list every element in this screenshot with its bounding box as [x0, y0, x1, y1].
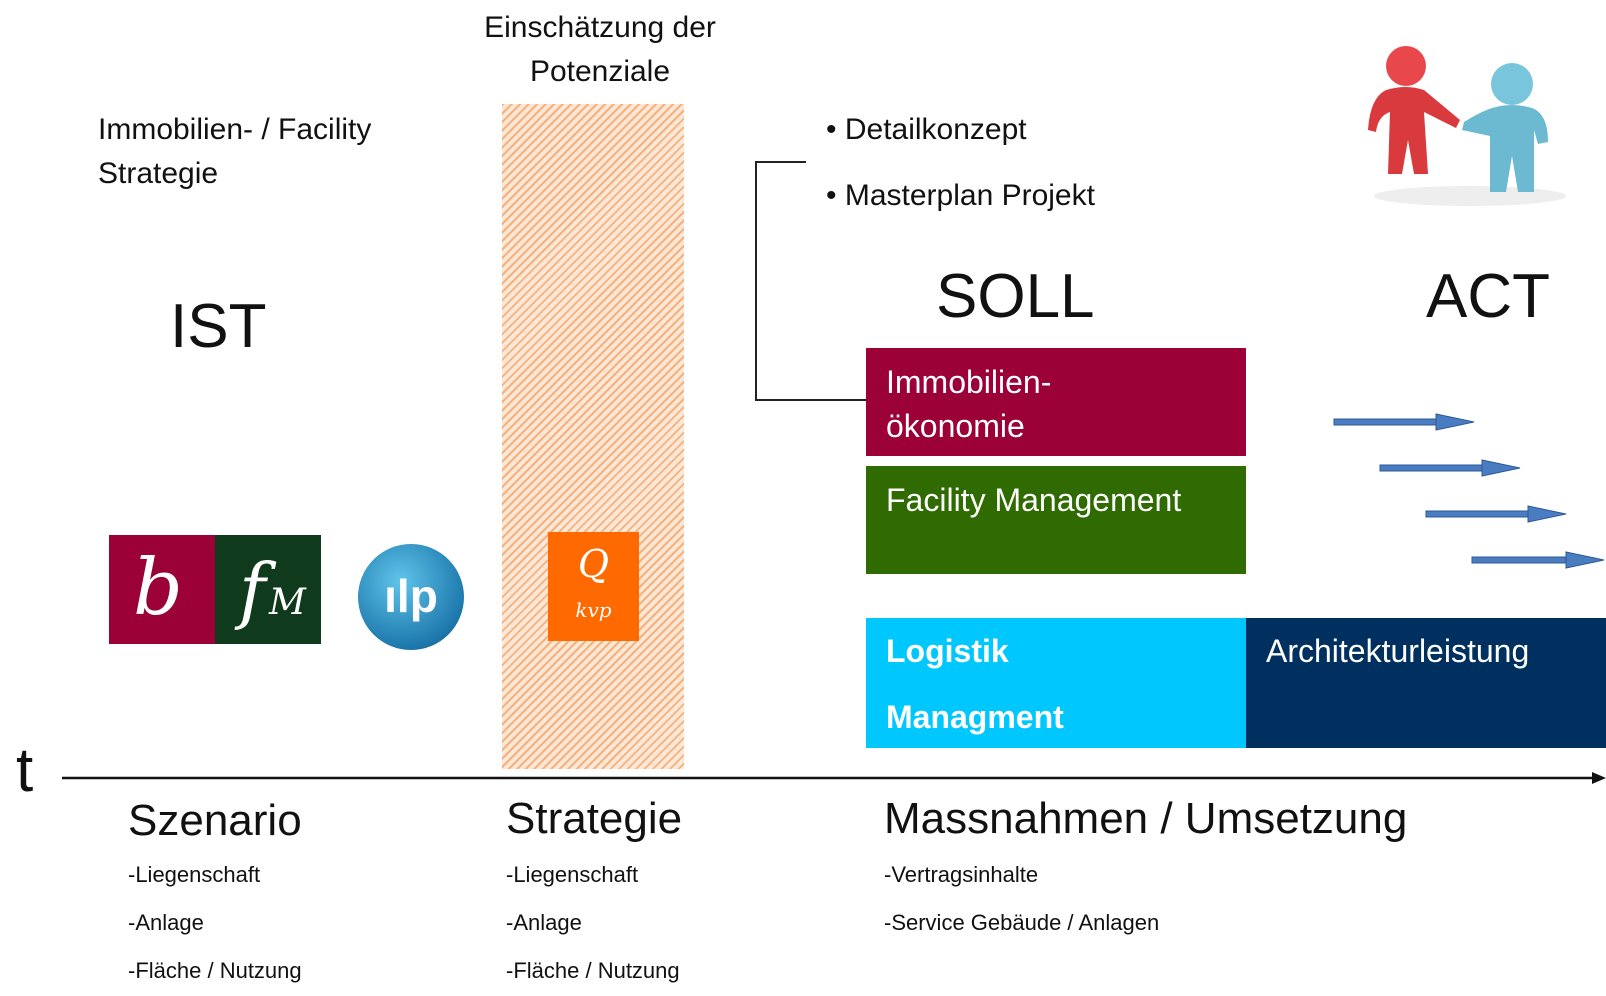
logo-ilp: ılp [358, 544, 464, 650]
phase-massnahmen-item-2: -Service Gebäude / Anlagen [884, 910, 1160, 935]
phase-strategie: Strategie -Liegenschaft -Anlage -Fläche … [506, 794, 682, 984]
phase-szenario-title: Szenario [128, 796, 302, 845]
block-immobilienoekonomie: Immobilien- ökonomie [866, 348, 1246, 456]
logo-q-kvp: kvp [575, 598, 612, 622]
potenziale-band [502, 104, 684, 769]
phase-szenario-item-1: -Liegenschaft [128, 862, 261, 887]
strategy-heading: Immobilien- / Facility Strategie [98, 108, 371, 196]
block-immo-line1: Immobilien- [886, 364, 1052, 400]
phase-massnahmen-title: Massnahmen / Umsetzung [884, 794, 1408, 843]
phase-szenario: Szenario -Liegenschaft -Anlage -Fläche /… [128, 796, 302, 984]
axis-label-t: t [16, 736, 34, 805]
bullet-masterplan-text: Masterplan Projekt [844, 179, 1095, 212]
block-architektur-label: Architekturleistung [1266, 633, 1530, 669]
bullet-masterplan: • Masterplan Projekt [826, 179, 1095, 212]
time-axis [62, 772, 1606, 784]
act-arrow-4 [1471, 551, 1605, 569]
logo-fm-sub: M [269, 582, 306, 623]
logo-b-letter: b [133, 543, 183, 633]
detail-bullets: • Detailkonzept • Masterplan Projekt [826, 108, 1095, 218]
logo-fm-letter: f [239, 548, 266, 632]
block-logistik-line2: Managment [886, 699, 1064, 735]
potenziale-heading: Einschätzung der Potenziale [470, 6, 730, 94]
logo-q: Q kvp [548, 532, 639, 641]
state-act: ACT [1426, 262, 1550, 331]
logo-b: b [109, 535, 215, 644]
phase-strategie-title: Strategie [506, 794, 683, 843]
block-logistik-line1: Logistik [886, 633, 1009, 669]
block-facility-management: Facility Management [866, 466, 1246, 574]
phase-szenario-item-3: -Fläche / Nutzung [128, 958, 302, 983]
bracket-connector [755, 161, 866, 401]
phase-strategie-item-3: -Fläche / Nutzung [506, 958, 680, 983]
strategy-heading-line1: Immobilien- / Facility [98, 113, 372, 146]
potenziale-heading-line2: Potenziale [529, 55, 671, 88]
state-soll: SOLL [936, 262, 1095, 331]
block-logistik: Logistik Managment [866, 618, 1246, 748]
block-fm-label: Facility Management [886, 482, 1182, 518]
logo-q-letter: Q [577, 542, 610, 586]
phase-massnahmen: Massnahmen / Umsetzung -Vertragsinhalte … [884, 794, 1407, 936]
state-ist: IST [170, 292, 267, 361]
phase-massnahmen-item-1: -Vertragsinhalte [884, 862, 1039, 887]
act-arrow-1 [1333, 413, 1475, 431]
bullet-detailkonzept: • Detailkonzept [826, 113, 1027, 146]
act-arrow-3 [1425, 505, 1567, 523]
block-architekturleistung: Architekturleistung [1246, 618, 1606, 748]
potenziale-heading-line1: Einschätzung der [484, 11, 716, 44]
strategy-heading-line2: Strategie [98, 157, 219, 190]
block-immo-line2: ökonomie [886, 408, 1025, 444]
act-arrow-2 [1379, 459, 1521, 477]
act-arrows [1333, 413, 1605, 569]
phase-strategie-item-1: -Liegenschaft [506, 862, 639, 887]
phase-szenario-item-2: -Anlage [128, 910, 204, 935]
bullet-detailkonzept-text: Detailkonzept [844, 113, 1027, 146]
logo-ilp-text: ılp [384, 570, 438, 622]
handshake-figures-icon [1368, 46, 1566, 206]
phase-strategie-item-2: -Anlage [506, 910, 582, 935]
logo-fm: f M [215, 535, 321, 644]
